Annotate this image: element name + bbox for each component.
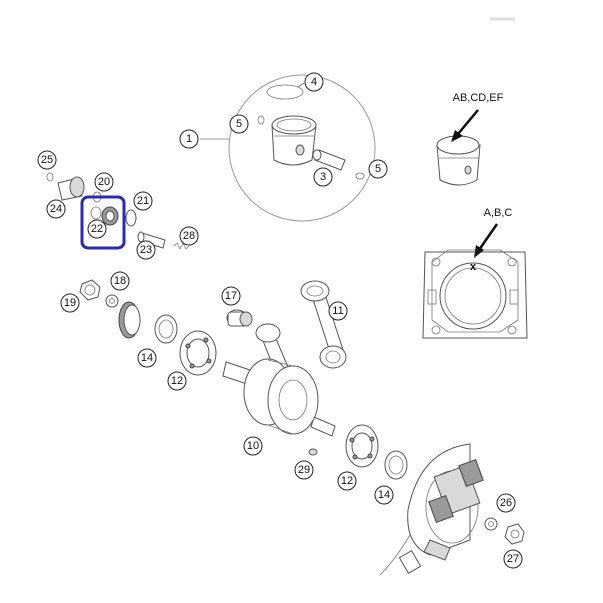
svg-text:1: 1 bbox=[186, 133, 192, 145]
callout-14a: 14 bbox=[137, 348, 157, 368]
callout-23: 23 bbox=[136, 240, 156, 260]
callout-10: 10 bbox=[243, 436, 263, 456]
crankshaft bbox=[222, 280, 347, 437]
svg-text:22: 22 bbox=[91, 223, 103, 235]
callout-20: 20 bbox=[94, 172, 114, 192]
piston-pin bbox=[312, 149, 346, 171]
svg-text:20: 20 bbox=[98, 176, 110, 188]
callout-3: 3 bbox=[313, 167, 333, 187]
callout-25: 25 bbox=[37, 150, 57, 170]
svg-text:3: 3 bbox=[320, 171, 326, 183]
svg-text:12: 12 bbox=[341, 475, 353, 487]
svg-text:10: 10 bbox=[247, 440, 259, 452]
svg-text:18: 18 bbox=[114, 275, 126, 287]
callout-11: 11 bbox=[328, 301, 348, 321]
svg-text:28: 28 bbox=[183, 230, 195, 242]
svg-text:5: 5 bbox=[236, 118, 242, 130]
piston bbox=[271, 115, 317, 166]
callout-4: 4 bbox=[304, 72, 324, 92]
svg-text:26: 26 bbox=[500, 497, 512, 509]
svg-text:14: 14 bbox=[141, 352, 153, 364]
svg-text:25: 25 bbox=[41, 154, 53, 166]
highlight-box-part-22 bbox=[80, 195, 126, 250]
cylinder-base-detail: A,B,C x bbox=[422, 207, 528, 339]
callout-26: 26 bbox=[496, 493, 516, 513]
cylinder-x-mark: x bbox=[470, 261, 477, 273]
svg-text:24: 24 bbox=[50, 203, 62, 215]
callout-18: 18 bbox=[110, 271, 130, 291]
svg-text:23: 23 bbox=[140, 244, 152, 256]
callout-19: 19 bbox=[60, 293, 80, 313]
callout-12a: 12 bbox=[167, 371, 187, 391]
piston-detail-group bbox=[200, 74, 376, 222]
crank-gear-parts bbox=[79, 279, 253, 376]
svg-text:27: 27 bbox=[507, 553, 519, 565]
svg-text:5: 5 bbox=[375, 163, 381, 175]
svg-text:19: 19 bbox=[64, 297, 76, 309]
callout-5b: 5 bbox=[368, 159, 388, 179]
circlip-right bbox=[355, 172, 365, 180]
svg-text:29: 29 bbox=[298, 464, 310, 476]
callout-21: 21 bbox=[133, 191, 153, 211]
svg-text:17: 17 bbox=[225, 290, 237, 302]
callout-12b: 12 bbox=[337, 471, 357, 491]
callout-14b: 14 bbox=[374, 485, 394, 505]
svg-text:14: 14 bbox=[378, 489, 390, 501]
circlip-left bbox=[257, 115, 265, 125]
svg-text:21: 21 bbox=[137, 195, 149, 207]
piston-marking-label: AB,CD,EF bbox=[453, 92, 504, 104]
svg-text:4: 4 bbox=[311, 76, 317, 88]
svg-text:12: 12 bbox=[171, 375, 183, 387]
callout-17: 17 bbox=[221, 286, 241, 306]
right-side-parts bbox=[308, 424, 525, 576]
callout-22: 22 bbox=[87, 219, 107, 239]
balancer-parts bbox=[46, 172, 190, 250]
callout-5a: 5 bbox=[229, 114, 249, 134]
callout-28: 28 bbox=[179, 226, 199, 246]
callout-24: 24 bbox=[46, 199, 66, 219]
cylinder-marking-label: A,B,C bbox=[484, 207, 513, 219]
callout-29: 29 bbox=[294, 460, 314, 480]
piston-marking-detail: AB,CD,EF bbox=[436, 92, 504, 186]
svg-text:11: 11 bbox=[332, 305, 343, 317]
callout-1: 1 bbox=[179, 129, 199, 149]
piston-ring bbox=[266, 84, 304, 100]
callout-27: 27 bbox=[503, 549, 523, 569]
